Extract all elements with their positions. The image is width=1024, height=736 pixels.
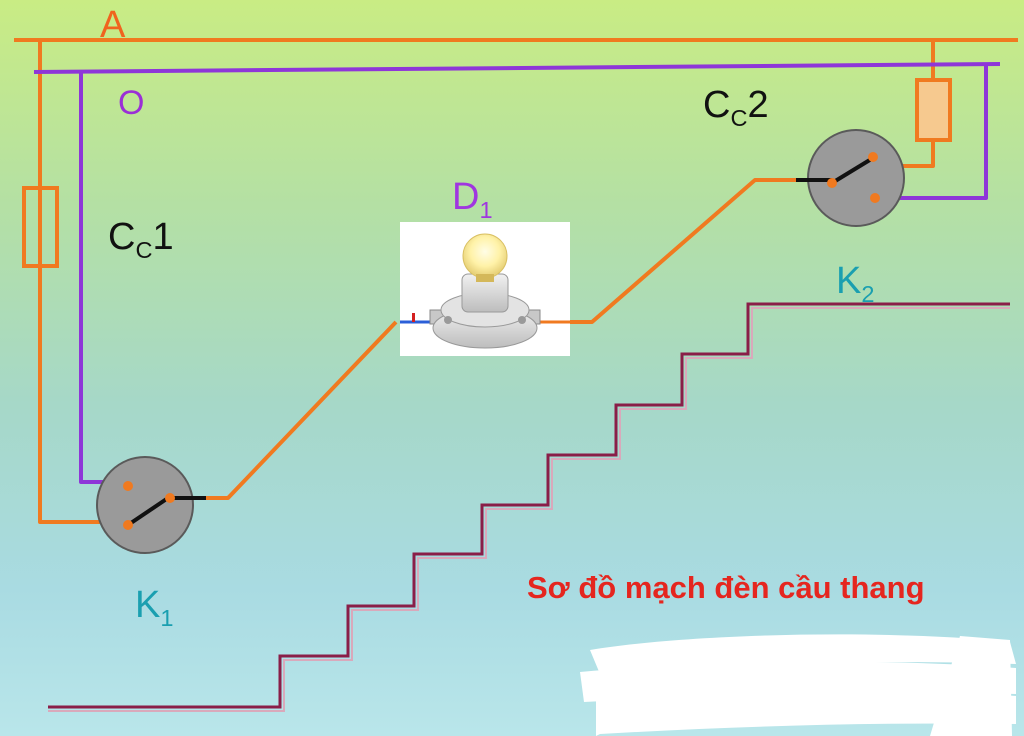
fuse-icon (22, 186, 59, 268)
lamp-label-d1: D1 (452, 178, 493, 223)
diagram-caption: Sơ đồ mạch đèn cầu thang (527, 570, 925, 605)
switch-k1[interactable] (96, 456, 206, 554)
lamp-d1 (400, 222, 570, 356)
staircase (48, 302, 1010, 712)
light-bulb-icon (400, 233, 570, 349)
fuse-label-cc2: CC2 (703, 86, 769, 131)
fuse-label-cc1-sub: C (135, 236, 153, 263)
fuse-label-cc1-num: 1 (152, 216, 174, 258)
line-label-a: A (100, 4, 126, 46)
lamp-label-sub: 1 (479, 196, 493, 223)
fuse-label-cc2-main: C (703, 84, 731, 126)
fuse-label-cc1-main: C (108, 216, 136, 258)
switch-label-k1-sub: 1 (160, 604, 174, 631)
fuse-label-cc1: CC1 (108, 218, 174, 263)
fuse-label-cc2-sub: C (730, 104, 748, 131)
switch-label-k1-main: K (135, 584, 161, 626)
switch-label-k2-sub: 2 (861, 280, 875, 307)
switch-label-k2: K2 (836, 262, 874, 307)
fuse-icon (915, 78, 952, 142)
neutral-label-o: O (118, 84, 145, 122)
fuse-label-cc2-num: 2 (747, 84, 769, 126)
switch-label-k1: K1 (135, 586, 173, 631)
switch-k2[interactable] (796, 129, 905, 227)
switch-label-k2-main: K (836, 260, 862, 302)
lamp-label-main: D (452, 176, 480, 218)
